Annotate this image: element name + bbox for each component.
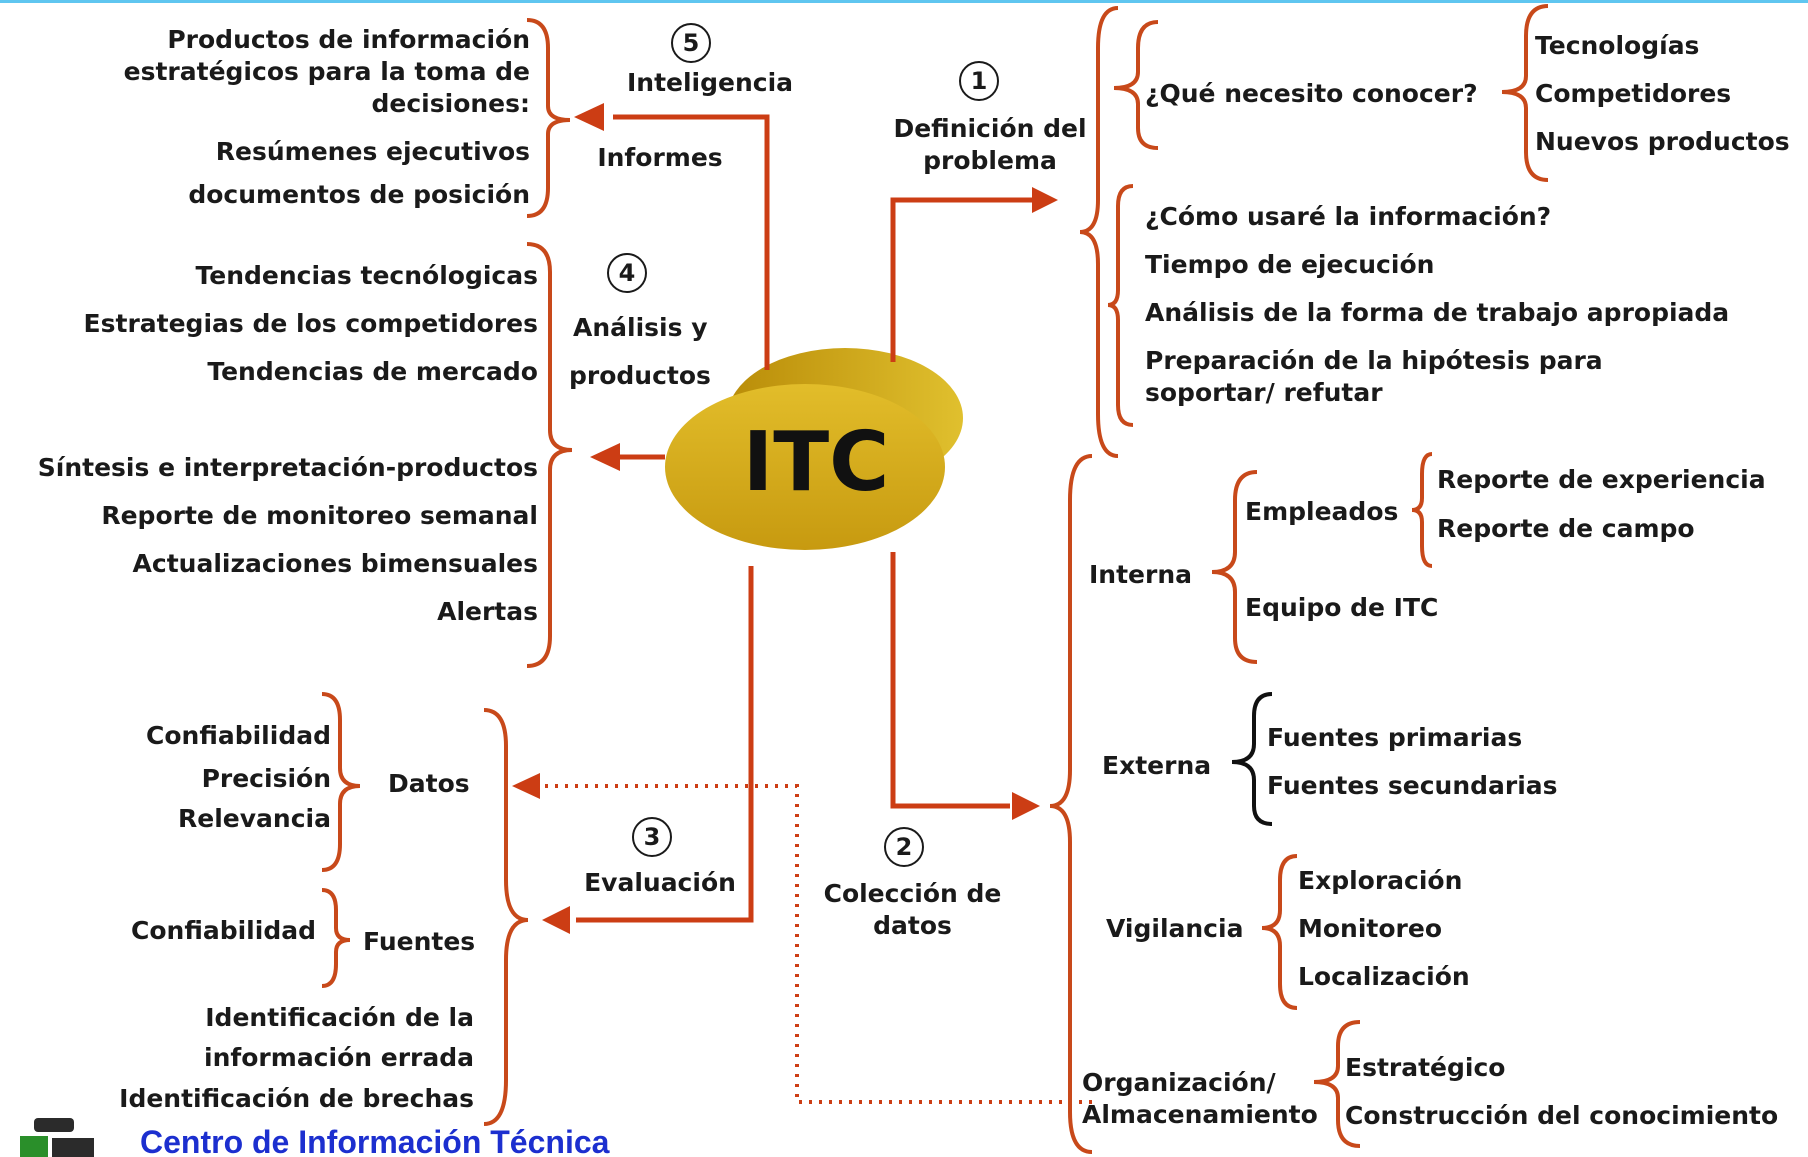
alertas-label: Alertas xyxy=(437,597,538,626)
identificacion-informacion-label: Identificación de la xyxy=(205,1003,474,1032)
nuevos-productos-label: Nuevos productos xyxy=(1535,127,1790,156)
almacenamiento-label: Almacenamiento xyxy=(1082,1100,1318,1129)
relevancia-label: Relevancia xyxy=(178,804,331,833)
resumenes-ejecutivos-label: Resúmenes ejecutivos xyxy=(215,137,530,166)
main-arrows xyxy=(576,114,1052,923)
identificacion-brechas-label: Identificación de brechas xyxy=(119,1084,474,1113)
step2-title-line2: datos xyxy=(873,911,952,940)
informes-label: Informes xyxy=(597,143,723,172)
itc-center-label: ITC xyxy=(742,415,890,510)
itc-ellipse xyxy=(665,348,963,550)
que-necesito-label: ¿Qué necesito conocer? xyxy=(1145,79,1478,108)
empleados-label: Empleados xyxy=(1245,497,1399,526)
step3-title: Evaluación xyxy=(584,868,736,897)
step5-number: 5 xyxy=(671,23,711,63)
exploracion-label: Exploración xyxy=(1298,866,1463,895)
confiabilidad-fuentes-label: Confiabilidad xyxy=(131,916,316,945)
vigilancia-label: Vigilancia xyxy=(1106,914,1244,943)
step1-number: 1 xyxy=(959,61,999,101)
construccion-conocimiento-label: Construcción del conocimiento xyxy=(1345,1101,1779,1130)
preparacion-hipotesis-label: Preparación de la hipótesis para xyxy=(1145,346,1603,375)
estrategico-label: Estratégico xyxy=(1345,1053,1506,1082)
step3-number: 3 xyxy=(632,817,672,857)
reporte-campo-label: Reporte de campo xyxy=(1437,514,1695,543)
monitoreo-label: Monitoreo xyxy=(1298,914,1443,943)
localizacion-label: Localización xyxy=(1298,962,1470,991)
fuentes-primarias-label: Fuentes primarias xyxy=(1267,723,1523,752)
reporte-monitoreo-label: Reporte de monitoreo semanal xyxy=(101,501,538,530)
reporte-experiencia-label: Reporte de experiencia xyxy=(1437,465,1766,494)
estrategias-competidores-label: Estrategias de los competidores xyxy=(83,309,538,338)
tecnologias-label: Tecnologías xyxy=(1535,31,1700,60)
como-usare-label: ¿Cómo usaré la información? xyxy=(1145,202,1552,231)
tendencias-tecnologicas-label: Tendencias tecnólogicas xyxy=(195,261,538,290)
organizacion-label: Organización/ xyxy=(1082,1068,1276,1097)
estrategicos-toma-label: estratégicos para la toma de xyxy=(123,57,530,86)
datos-label: Datos xyxy=(388,769,470,798)
precision-label: Precisión xyxy=(201,764,331,793)
tendencias-mercado-label: Tendencias de mercado xyxy=(207,357,538,386)
step1-title: Definición del xyxy=(893,114,1087,143)
step5-title: Inteligencia xyxy=(626,68,794,97)
confiabilidad-datos-label: Confiabilidad xyxy=(146,721,331,750)
fuentes-secundarias-label: Fuentes secundarias xyxy=(1267,771,1558,800)
externa-label: Externa xyxy=(1102,751,1212,780)
dotted-connector xyxy=(512,773,1092,1104)
step2-title: Colección de xyxy=(823,879,1002,908)
documentos-posicion-label: documentos de posición xyxy=(188,180,530,209)
actualizaciones-bimensuales-label: Actualizaciones bimensuales xyxy=(132,549,538,578)
informacion-errada-label: información errada xyxy=(204,1043,474,1072)
competidores-label: Competidores xyxy=(1535,79,1732,108)
equipo-itc-label: Equipo de ITC xyxy=(1245,593,1439,622)
sintesis-interpretacion-label: Síntesis e interpretación-productos xyxy=(37,453,538,482)
itc-logo-icon xyxy=(20,1118,94,1157)
step4-title-line2: productos xyxy=(569,361,711,390)
fuentes-label: Fuentes xyxy=(363,927,476,956)
top-border-line xyxy=(0,0,1808,3)
step4-title: Análisis y xyxy=(573,313,708,342)
interna-label: Interna xyxy=(1089,560,1193,589)
step2-number: 2 xyxy=(884,827,924,867)
step4-number: 4 xyxy=(607,253,647,293)
tiempo-ejecucion-label: Tiempo de ejecución xyxy=(1145,250,1435,279)
productos-informacion-label: Productos de información xyxy=(167,25,530,54)
footer-text: Centro de Información Técnica xyxy=(140,1124,610,1157)
soportar-refutar-label: soportar/ refutar xyxy=(1145,378,1383,407)
analisis-forma-label: Análisis de la forma de trabajo apropiad… xyxy=(1145,298,1730,327)
arrow-heads xyxy=(542,103,1058,934)
brackets xyxy=(321,4,1549,1154)
step1-title-line2: problema xyxy=(923,146,1057,175)
decisiones-label: decisiones: xyxy=(371,89,531,118)
